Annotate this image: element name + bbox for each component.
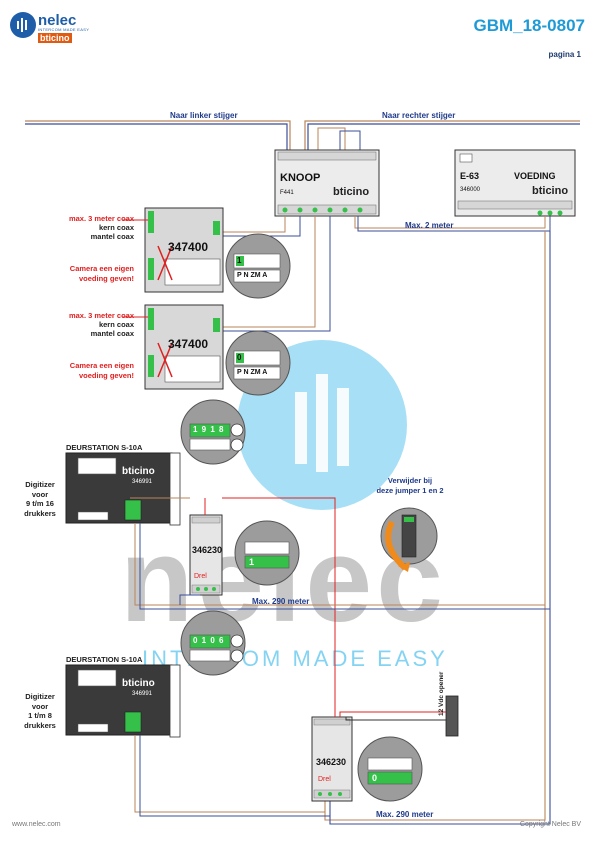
- relay-part-1: 346230: [192, 545, 223, 555]
- digitizer-1-line-1: Digitizer: [25, 480, 55, 489]
- magnifier-relay-1: [234, 520, 300, 586]
- door-station-part-1: 346991: [132, 479, 153, 485]
- digitizer-note-1: Digitizer voor 9 t/m 16 drukkers: [16, 480, 64, 518]
- coax-core-2: kern coax: [98, 320, 134, 329]
- relay-module-1: [189, 514, 223, 596]
- button-module-knoop: [274, 149, 380, 217]
- footer-copyright: Copyright Nelec BV: [519, 821, 581, 828]
- door-station-setting-1: 1 9 1 8: [193, 425, 225, 434]
- relay-module-2: [311, 716, 353, 802]
- knoop-brand: bticino: [333, 186, 370, 198]
- digitizer-2-line-3: 1 t/m 8: [28, 711, 52, 720]
- video-terminals-1: P N ZM A: [237, 272, 268, 279]
- door-station-brand-2: bticino: [122, 678, 155, 689]
- relay-brand-2: Drel: [318, 776, 331, 783]
- coax-limit-2: max. 3 meter coax: [68, 311, 134, 320]
- soundwave-icon: [17, 18, 27, 32]
- digitizer-2-line-4: drukkers: [24, 720, 56, 730]
- power-distance-label: Max. 2 meter: [405, 221, 454, 230]
- door-station-brand-1: bticino: [122, 466, 155, 477]
- knoop-part: F441: [280, 190, 294, 196]
- footer-website: www.nelec.com: [12, 821, 61, 828]
- jumper-note: Verwijder bij deze jumper 1 en 2: [362, 476, 458, 495]
- digitizer-1-line-4: drukkers: [24, 508, 56, 518]
- digitizer-1-line-3: 9 t/m 16: [26, 499, 54, 508]
- relay-brand-1: Drel: [194, 573, 207, 580]
- digitizer-2-line-1: Digitizer: [25, 692, 55, 701]
- door-opener: [339, 695, 459, 737]
- video-module-part-1: 347400: [168, 240, 209, 254]
- jumper-note-line-1: Verwijder bij: [387, 476, 433, 485]
- video-terminals-2: P N ZM A: [237, 369, 268, 376]
- relay-setting-2: 0: [372, 773, 378, 783]
- magnifier-door-station-1: [180, 399, 246, 465]
- watermark-soundwave-icon: [295, 374, 349, 472]
- page-label: pagina 1: [548, 50, 581, 59]
- relay-distance-2: Max. 290 meter: [376, 810, 434, 819]
- relay-distance-1: Max. 290 meter: [252, 597, 310, 606]
- digitizer-2-line-2: voor: [31, 701, 49, 711]
- camera-note-1a: Camera een eigen: [69, 264, 134, 273]
- camera-note-2a: Camera een eigen: [69, 361, 134, 370]
- door-station-title-2: DEURSTATION S-10A: [66, 655, 143, 664]
- coax-shield-2: mantel coax: [90, 329, 134, 338]
- camera-note-2b: voeding geven!: [78, 371, 134, 380]
- door-station-1: [65, 452, 181, 526]
- video-module-1: [144, 207, 224, 293]
- coax-limit-1: max. 3 meter coax: [68, 214, 134, 223]
- left-riser-label: Naar linker stijger: [170, 111, 238, 120]
- brand-name: nelec: [38, 12, 77, 29]
- video-setting-2: 0: [237, 353, 242, 362]
- magnifier-relay-2: [357, 736, 423, 802]
- voeding-part: 346000: [460, 187, 481, 193]
- door-opener-label: 12 Vdc opener: [438, 671, 445, 716]
- document-code: GBM_18-0807: [473, 16, 585, 35]
- coax-core-1: kern coax: [98, 223, 134, 232]
- brand-partner: bticino: [38, 33, 72, 43]
- riser-wires: [25, 120, 580, 150]
- door-station-part-2: 346991: [132, 691, 153, 697]
- power-supply-e63: [454, 149, 576, 217]
- digitizer-note-2: Digitizer voor 1 t/m 8 drukkers: [16, 692, 64, 730]
- jumper-note-line-2: deze jumper 1 en 2: [376, 485, 444, 495]
- relay-setting-1: 1: [249, 557, 255, 567]
- video-module-2: [144, 304, 224, 390]
- video-module-part-2: 347400: [168, 337, 209, 351]
- voeding-label: E-63: [460, 171, 480, 181]
- door-station-setting-2: 0 1 0 6: [193, 636, 225, 645]
- door-station-2: [65, 664, 181, 738]
- brand-logo: [10, 12, 36, 38]
- voeding-title: VOEDING: [514, 171, 556, 181]
- coax-shield-1: mantel coax: [90, 232, 134, 241]
- knoop-label: KNOOP: [280, 172, 321, 184]
- magnifier-video-1: [225, 233, 291, 299]
- magnifier-video-2: [225, 330, 291, 396]
- door-station-title-1: DEURSTATION S-10A: [66, 443, 143, 452]
- relay-part-2: 346230: [316, 757, 347, 767]
- camera-note-1b: voeding geven!: [78, 274, 134, 283]
- magnifier-door-station-2: [180, 610, 246, 676]
- video-setting-1: 1: [237, 256, 242, 265]
- digitizer-1-line-2: voor: [31, 489, 49, 499]
- voeding-brand: bticino: [532, 185, 569, 197]
- jumper-magnifier: [380, 507, 438, 572]
- brand-tagline: INTERCOM MADE EASY: [38, 27, 90, 32]
- right-riser-label: Naar rechter stijger: [382, 111, 456, 120]
